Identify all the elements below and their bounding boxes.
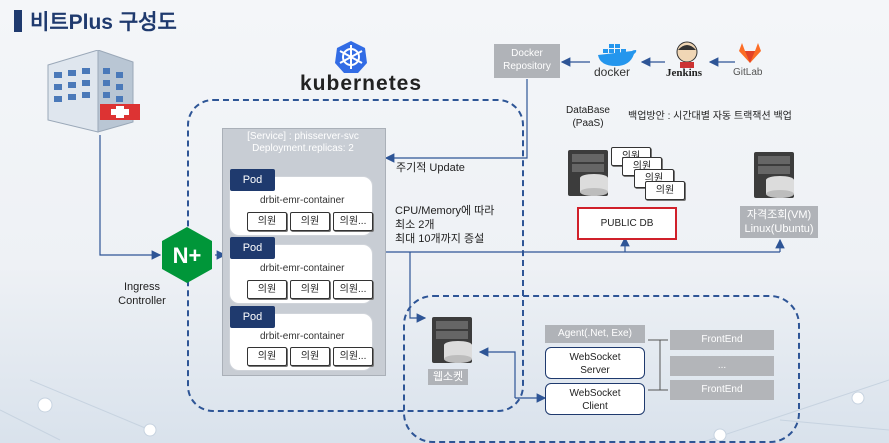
service-replicas: Deployment.replicas: 2 bbox=[252, 143, 354, 154]
pod-tag: Pod bbox=[230, 169, 275, 191]
database-label: DataBase (PaaS) bbox=[563, 104, 613, 130]
frontend-box: ... bbox=[670, 356, 774, 376]
db-clinic-doc: 의원 bbox=[645, 181, 685, 200]
ws-client-line1: WebSocket bbox=[569, 388, 621, 399]
container-label: drbit-emr-container bbox=[260, 331, 345, 342]
vm-line2: Linux(Ubuntu) bbox=[744, 223, 814, 235]
clinic-doc: 의원 bbox=[247, 212, 287, 231]
websocket-server-icon bbox=[432, 317, 472, 363]
clinic-doc: 의원... bbox=[333, 212, 373, 231]
clinic-doc: 의원 bbox=[290, 212, 330, 231]
clinic-doc: 의원 bbox=[247, 280, 287, 299]
frontend-box: FrontEnd bbox=[670, 330, 774, 350]
gitlab-icon bbox=[739, 43, 761, 63]
ws-server-line2: Server bbox=[580, 365, 610, 376]
scaling-line1: CPU/Memory에 따라 bbox=[395, 205, 495, 217]
hospital-building-icon bbox=[47, 50, 140, 133]
pod-tag: Pod bbox=[230, 306, 275, 328]
websocket-client-box: WebSocket Client bbox=[545, 383, 645, 415]
vm-line1: 자격조회(VM) bbox=[746, 209, 812, 221]
ingress-label: Ingress Controller bbox=[116, 280, 168, 308]
database-line2: (PaaS) bbox=[572, 118, 604, 129]
pod-tag: Pod bbox=[230, 237, 275, 259]
agent-label-box: Agent(.Net, Exe) bbox=[545, 325, 645, 343]
ingress-label-line2: Controller bbox=[118, 295, 166, 307]
docker-repo-line2: Repository bbox=[503, 61, 551, 72]
scaling-line2: 최소 2개 bbox=[395, 219, 435, 231]
service-name: [Service] : phisserver-svc bbox=[247, 131, 359, 142]
ws-server-to-client-line bbox=[478, 347, 516, 398]
clinic-doc: 의원... bbox=[333, 347, 373, 366]
jenkins-label: Jenkins bbox=[666, 67, 703, 79]
websocket-server-box: WebSocket Server bbox=[545, 347, 645, 379]
hospital-to-ingress-line bbox=[99, 135, 162, 260]
clinic-doc: 의원... bbox=[333, 280, 373, 299]
container-label: drbit-emr-container bbox=[260, 195, 345, 206]
scaling-line3: 최대 10개까지 증설 bbox=[395, 233, 485, 245]
websocket-server-label: 웹소켓 bbox=[428, 369, 468, 385]
clinic-doc: 의원 bbox=[290, 280, 330, 299]
nginx-plus-icon: N+ bbox=[162, 227, 212, 283]
clinic-doc: 의원 bbox=[290, 347, 330, 366]
vm-server-icon bbox=[754, 152, 794, 198]
ws-client-line2: Client bbox=[582, 401, 608, 412]
nginx-icon-text: N+ bbox=[173, 243, 202, 268]
docker-label: docker bbox=[594, 65, 631, 79]
ingress-label-line1: Ingress bbox=[123, 281, 161, 293]
backup-note: 백업방안 : 시간대별 자동 트랙잭션 백업 bbox=[628, 111, 792, 122]
ws-server-line1: WebSocket bbox=[569, 352, 621, 363]
container-label: drbit-emr-container bbox=[260, 263, 345, 274]
repo-update-line bbox=[384, 79, 528, 163]
kubernetes-helm-icon bbox=[335, 41, 367, 73]
frontend-box: FrontEnd bbox=[670, 380, 774, 400]
gitlab-label: GitLab bbox=[733, 67, 763, 78]
page-title: 비트Plus 구성도 bbox=[30, 11, 177, 34]
scaling-note: CPU/Memory에 따라 최소 2개 최대 10개까지 증설 bbox=[395, 204, 494, 246]
title-accent-bar bbox=[14, 10, 22, 32]
kubernetes-label: kubernetes bbox=[300, 72, 423, 95]
vm-label-box: 자격조회(VM) Linux(Ubuntu) bbox=[740, 206, 818, 238]
db-server-icon bbox=[568, 150, 608, 196]
public-db-box: PUBLIC DB bbox=[577, 207, 677, 240]
database-line1: DataBase bbox=[566, 105, 610, 116]
jenkins-icon bbox=[676, 41, 698, 68]
docker-repo-line1: Docker bbox=[511, 48, 543, 59]
periodic-update-label: 주기적 Update bbox=[396, 162, 465, 174]
clinic-doc: 의원 bbox=[247, 347, 287, 366]
docker-whale-icon bbox=[598, 44, 637, 66]
docker-repository-box: Docker Repository bbox=[494, 44, 560, 78]
websocket-zone-boundary bbox=[403, 295, 800, 443]
service-title: [Service] : phisserver-svc Deployment.re… bbox=[222, 131, 384, 155]
